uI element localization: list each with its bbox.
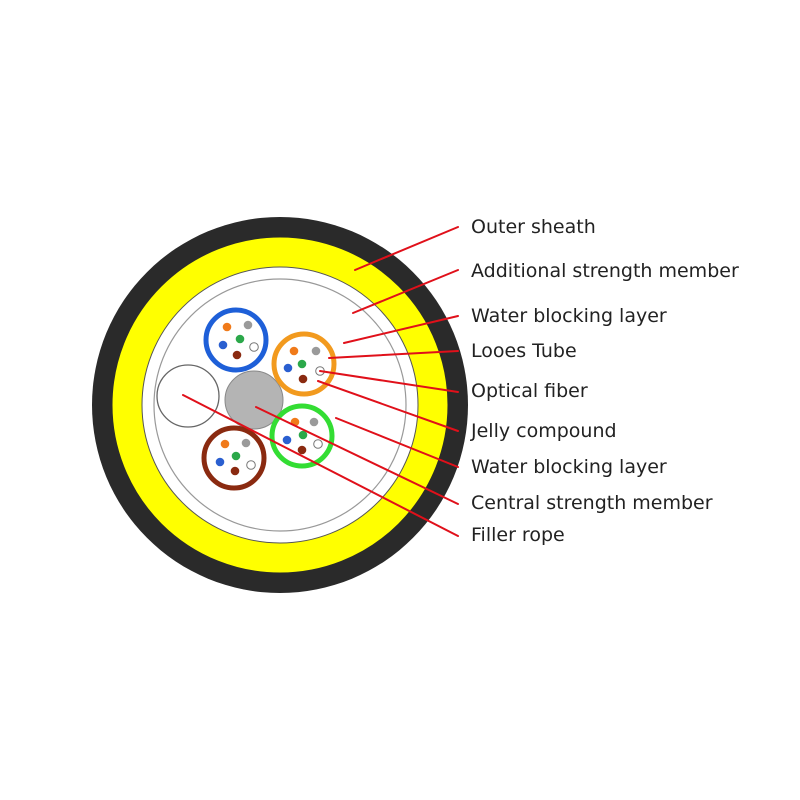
optical-fiber (311, 346, 321, 356)
leader-line-outer-sheath (354, 226, 459, 271)
optical-fiber (309, 417, 319, 427)
optical-fiber (298, 430, 308, 440)
loose-tube-blue (203, 307, 269, 373)
leader-line-optical-fiber (319, 370, 459, 393)
leader-line-filler-rope (182, 394, 459, 537)
label-water-blocking-layer-inner: Water blocking layer (471, 456, 667, 478)
label-additional-strength-member: Additional strength member (471, 260, 739, 282)
central-strength-member (224, 370, 284, 430)
label-central-strength-member: Central strength member (471, 492, 713, 514)
leader-line-central-strength-member (255, 406, 459, 505)
optical-fiber (243, 320, 253, 330)
optical-fiber (220, 439, 230, 449)
optical-fiber (231, 451, 241, 461)
leader-line-jelly-compound (317, 380, 459, 432)
optical-fiber (283, 363, 293, 373)
filler-rope (156, 364, 220, 428)
leader-line-water-blocking-layer-inner (335, 417, 459, 468)
optical-fiber (232, 350, 242, 360)
optical-fiber (298, 374, 308, 384)
label-filler-rope: Filler rope (471, 524, 565, 546)
label-optical-fiber: Optical fiber (471, 380, 588, 402)
loose-tube-orange (271, 331, 337, 397)
optical-fiber (235, 334, 245, 344)
optical-fiber (249, 342, 259, 352)
optical-fiber (230, 466, 240, 476)
optical-fiber (282, 435, 292, 445)
label-water-blocking-layer-outer: Water blocking layer (471, 305, 667, 327)
leader-line-additional-strength-member (352, 269, 459, 314)
leader-line-water-blocking-layer-outer (343, 315, 459, 344)
optical-fiber (297, 359, 307, 369)
loose-tube-brown (201, 425, 267, 491)
leader-line-loose-tube (328, 350, 459, 359)
optical-fiber (289, 346, 299, 356)
optical-fiber (215, 457, 225, 467)
optical-fiber (297, 445, 307, 455)
optical-fiber (218, 340, 228, 350)
optical-fiber (246, 460, 256, 470)
optical-fiber (313, 439, 323, 449)
optical-fiber (241, 438, 251, 448)
label-outer-sheath: Outer sheath (471, 216, 596, 238)
label-loose-tube: Looes Tube (471, 340, 577, 362)
label-jelly-compound: Jelly compound (471, 420, 617, 442)
optical-fiber (222, 322, 232, 332)
